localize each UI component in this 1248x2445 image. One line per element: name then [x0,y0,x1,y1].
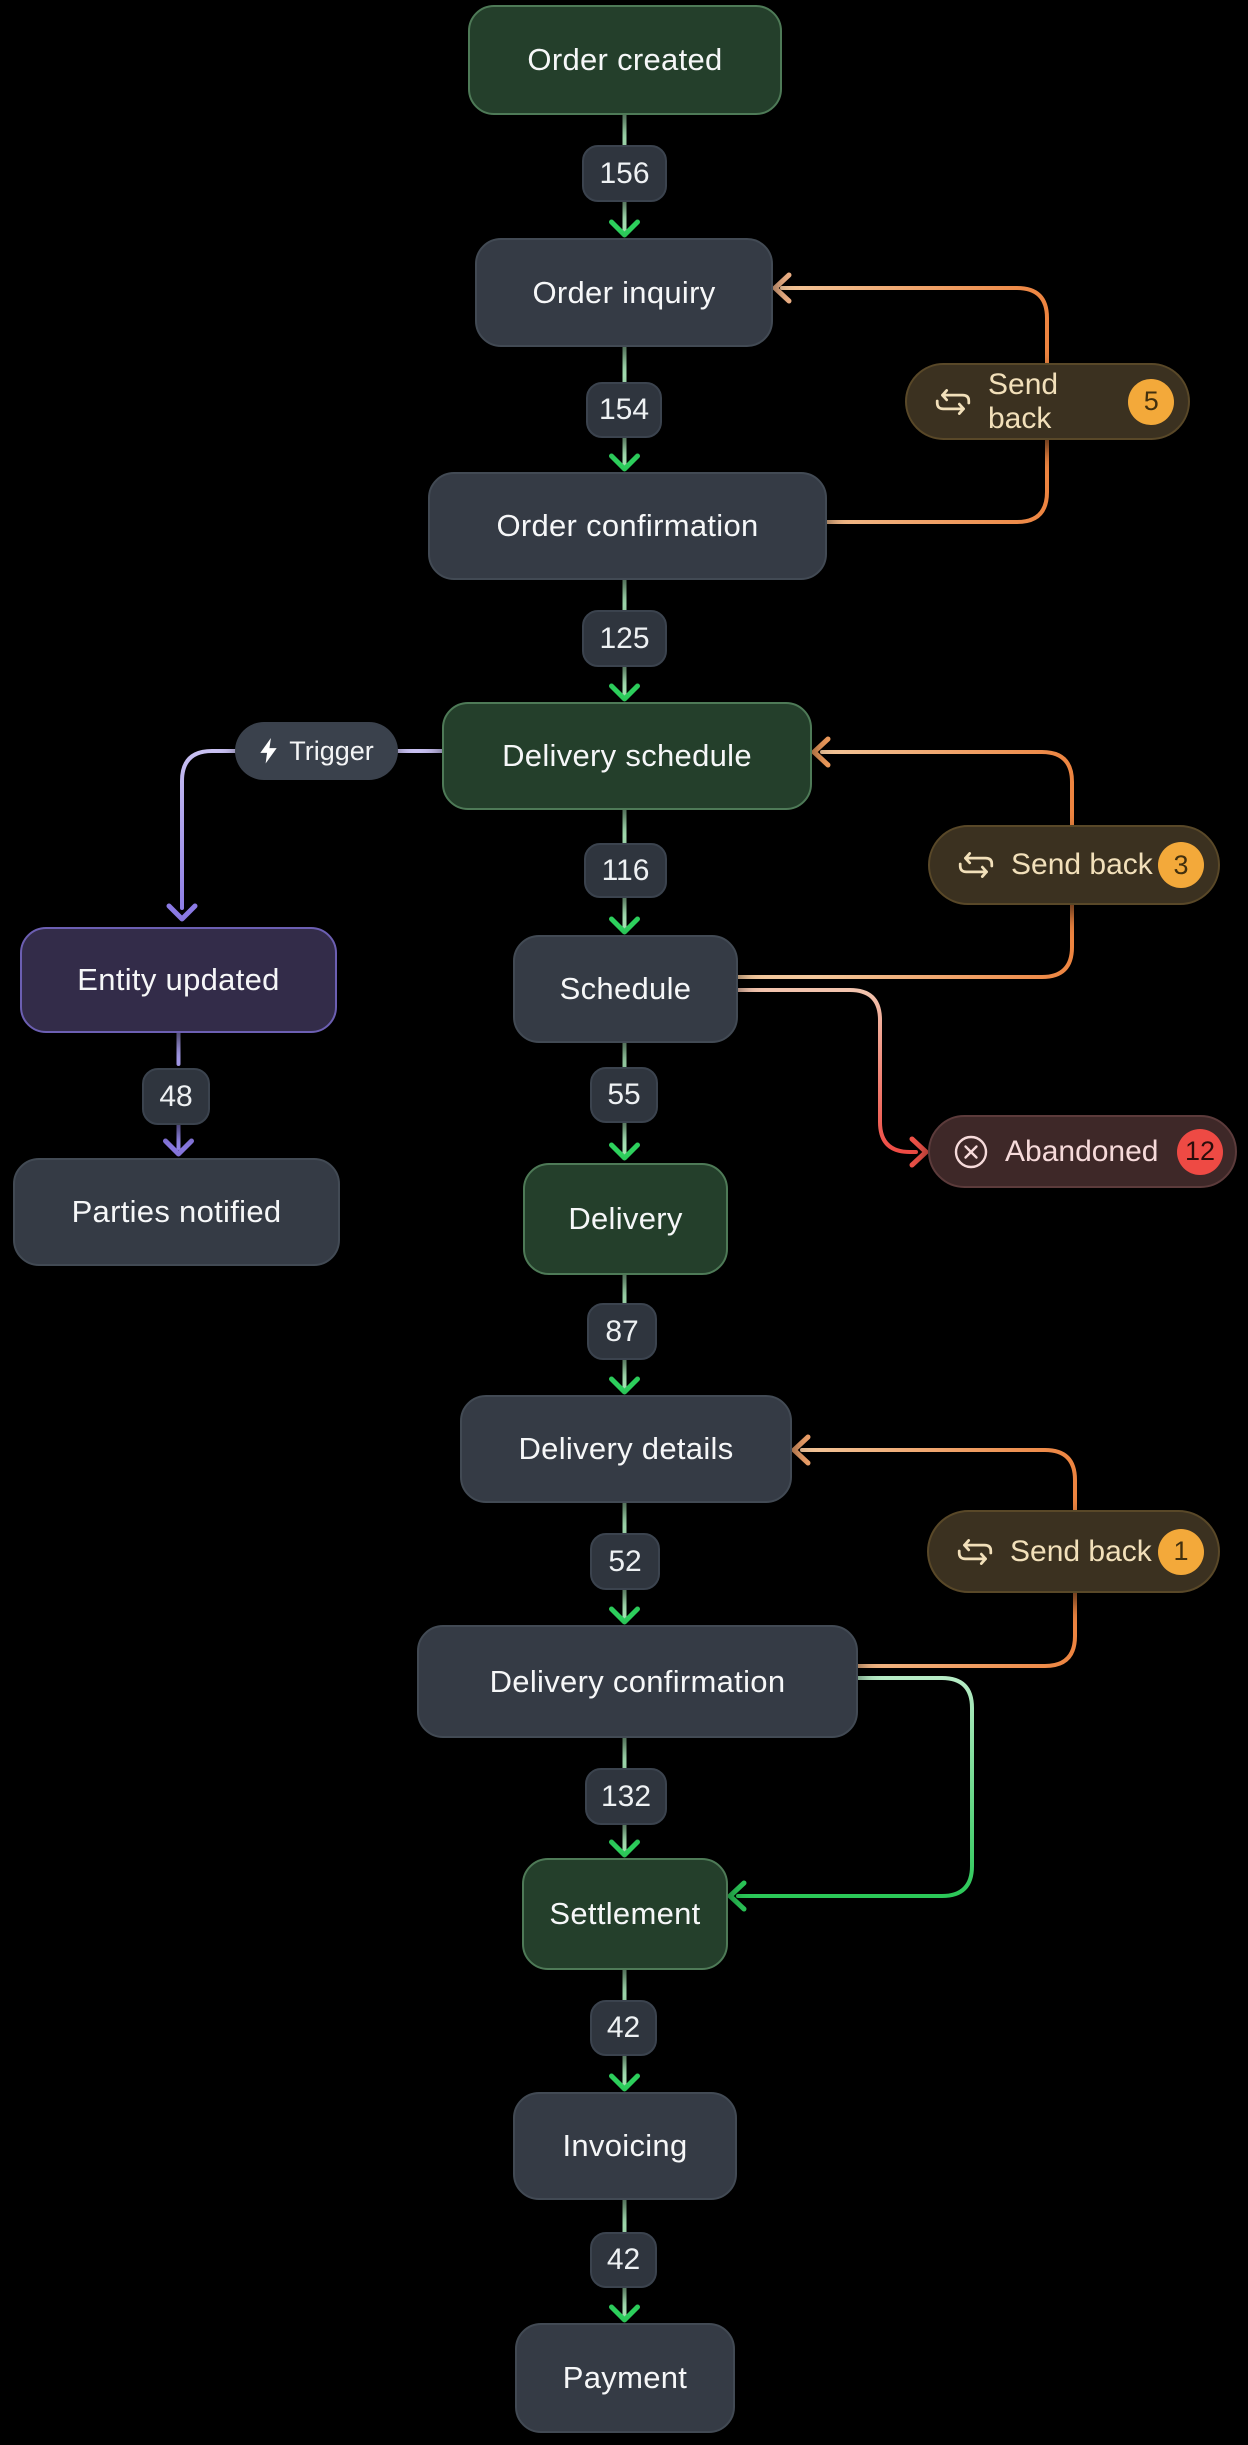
node-order-created[interactable]: Order created [468,5,782,115]
circle-x-icon [952,1133,990,1171]
edge-count-pill[interactable]: 125 [582,610,667,667]
send-back-badge-3[interactable]: Send back 1 [927,1510,1220,1593]
edge-count: 48 [159,1079,193,1113]
edge-count-pill[interactable]: 154 [586,382,662,438]
node-label: Delivery schedule [502,738,752,773]
send-back-label: Send back [1011,848,1153,881]
trigger-label: Trigger [289,735,374,766]
node-delivery-schedule[interactable]: Delivery schedule [442,702,812,810]
lightning-bolt-icon [259,738,278,764]
node-label: Payment [562,2360,688,2395]
node-settlement[interactable]: Settlement [522,1858,728,1970]
edge-count: 125 [599,621,650,655]
node-label: Settlement [549,1896,701,1931]
node-label: Entity updated [77,962,280,997]
send-back-count: 5 [1128,378,1174,425]
edge-count-pill[interactable]: 42 [590,2000,657,2056]
send-back-badge-2[interactable]: Send back 3 [928,825,1220,905]
send-back-count: 3 [1158,842,1204,888]
edge-count-pill[interactable]: 48 [142,1068,210,1125]
node-order-confirmation[interactable]: Order confirmation [428,472,827,580]
edge-count: 55 [607,1078,641,1111]
node-label: Invoicing [562,2128,688,2163]
send-back-loop-icon [956,850,996,880]
edge-count: 42 [606,2243,641,2276]
edge-count: 154 [598,393,650,426]
edge-count-pill[interactable]: 156 [582,145,667,202]
edge-count-pill[interactable]: 87 [587,1303,657,1360]
abandoned-count: 12 [1177,1128,1223,1175]
node-label: Order inquiry [532,274,716,310]
send-back-badge-1[interactable]: Send back 5 [905,363,1190,440]
send-back-label: Send back [1010,1534,1152,1568]
node-parties-notified[interactable]: Parties notified [13,1158,340,1266]
node-label: Delivery [568,1201,683,1236]
node-label: Schedule [559,971,692,1006]
node-label: Delivery details [518,1431,734,1466]
edge-count-pill[interactable]: 42 [590,2232,657,2288]
send-back-label: Send back [988,367,1059,435]
send-back-count: 1 [1158,1528,1204,1575]
node-label: Delivery confirmation [489,1663,786,1699]
node-order-inquiry[interactable]: Order inquiry [475,238,773,347]
edge-count: 42 [606,2011,641,2044]
edge-count: 132 [600,1779,652,1813]
edge-count: 156 [599,156,650,190]
node-schedule[interactable]: Schedule [513,935,738,1043]
node-invoicing[interactable]: Invoicing [513,2092,737,2200]
send-back-loop-icon [933,387,973,417]
edge-count: 52 [608,1544,642,1578]
abandoned-label: Abandoned [1005,1134,1159,1168]
send-back-loop-icon [955,1537,995,1567]
edge-count-pill[interactable]: 55 [590,1067,658,1123]
node-payment[interactable]: Payment [515,2323,735,2433]
node-delivery[interactable]: Delivery [523,1163,728,1275]
node-label: Order created [527,42,723,77]
node-delivery-details[interactable]: Delivery details [460,1395,792,1503]
edge-count-pill[interactable]: 52 [590,1533,660,1590]
edge-count: 87 [605,1314,639,1348]
node-entity-updated[interactable]: Entity updated [20,927,337,1033]
abandoned-badge[interactable]: Abandoned 12 [928,1115,1237,1188]
edge-count-pill[interactable]: 116 [584,843,667,898]
edge-count-pill[interactable]: 132 [585,1768,667,1825]
node-delivery-confirmation[interactable]: Delivery confirmation [417,1625,858,1738]
node-label: Order confirmation [496,508,759,543]
edge-count: 116 [601,853,650,887]
trigger-badge[interactable]: Trigger [235,722,398,780]
node-label: Parties notified [71,1194,282,1229]
